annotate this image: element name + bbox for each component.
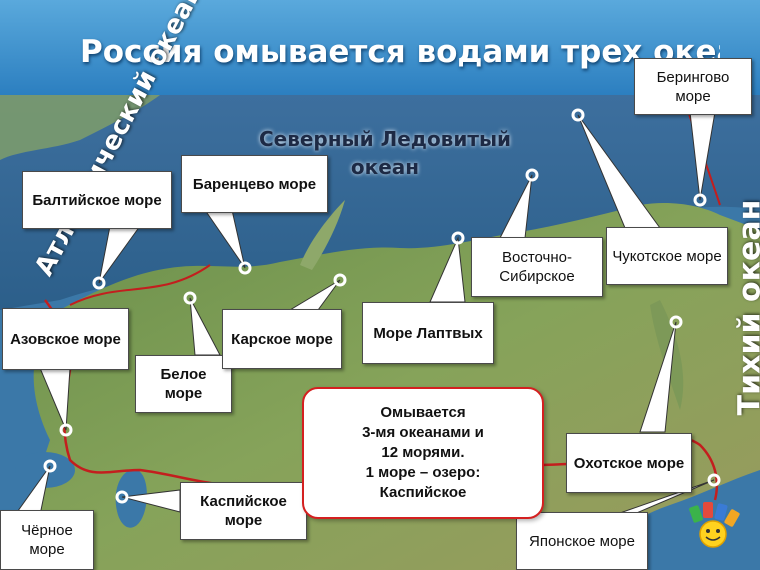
label-black-sea: Чёрное море (0, 510, 94, 570)
marker-azov (59, 423, 73, 437)
label-bering-sea: Берингово море (634, 58, 752, 115)
ocean-label-pacific: Тихий океан (732, 199, 760, 416)
label-text: Азовское море (10, 330, 121, 348)
label-kara-sea: Карское море (222, 309, 342, 369)
label-caspian-sea: Каспийское море (180, 482, 307, 540)
marker-white (183, 291, 197, 305)
pointer-okhotsk (639, 321, 677, 433)
label-text: Восточно-Сибирское (499, 249, 575, 285)
marker-bering (693, 193, 707, 207)
arctic-sea (0, 95, 760, 310)
label-japan-sea: Японское море (516, 512, 648, 570)
marker-laptev (451, 231, 465, 245)
label-text: Баренцево море (192, 175, 317, 193)
summary-callout: Омывается 3-мя океанами и 12 морями. 1 м… (302, 387, 544, 519)
label-text: Чёрное море (21, 522, 73, 558)
label-white-sea: Белое море (135, 355, 232, 413)
label-text: Чукотское море (612, 247, 722, 265)
label-baltic-sea: Балтийское море (22, 171, 172, 229)
marker-caspian (115, 490, 129, 504)
summary-text: Омывается 3-мя океанами и 12 морями. 1 м… (362, 404, 484, 501)
marker-okhotsk (669, 315, 683, 329)
label-azov-sea: Азовское море (2, 308, 129, 370)
ocean-label-arctic: Северный Ледовитый океан (258, 127, 512, 179)
border-line-north (69, 264, 211, 306)
label-barents-sea: Баренцево море (181, 155, 328, 213)
marker-east-siberian (525, 168, 539, 182)
label-chukchi-sea: Чукотское море (606, 227, 728, 285)
label-text: Балтийское море (32, 191, 162, 209)
novaya-zemlya (300, 200, 345, 270)
label-okhotsk-sea: Охотское море (566, 433, 692, 493)
marker-kara (333, 273, 347, 287)
label-text: Каспийское море (200, 493, 287, 529)
label-text: Карское море (231, 330, 333, 348)
marker-japan (707, 473, 721, 487)
label-east-siberian-sea: Восточно-Сибирское (471, 237, 603, 297)
label-laptev-sea: Море Лаптвых (362, 302, 494, 364)
label-text: Охотское море (573, 454, 685, 472)
label-text: Японское море (528, 532, 635, 550)
marker-barents (238, 261, 252, 275)
marker-baltic (92, 276, 106, 290)
cartoon-sun-logo (689, 502, 740, 548)
page-title: Россия омывается водами трех океанов (80, 34, 720, 70)
label-text: Море Лаптвых (373, 324, 483, 342)
marker-chukchi (571, 108, 585, 122)
marker-black (43, 459, 57, 473)
northern-landmass (0, 95, 160, 160)
label-text: Берингово море (656, 68, 730, 105)
label-text: Белое море (160, 366, 207, 402)
header-band (0, 0, 760, 95)
